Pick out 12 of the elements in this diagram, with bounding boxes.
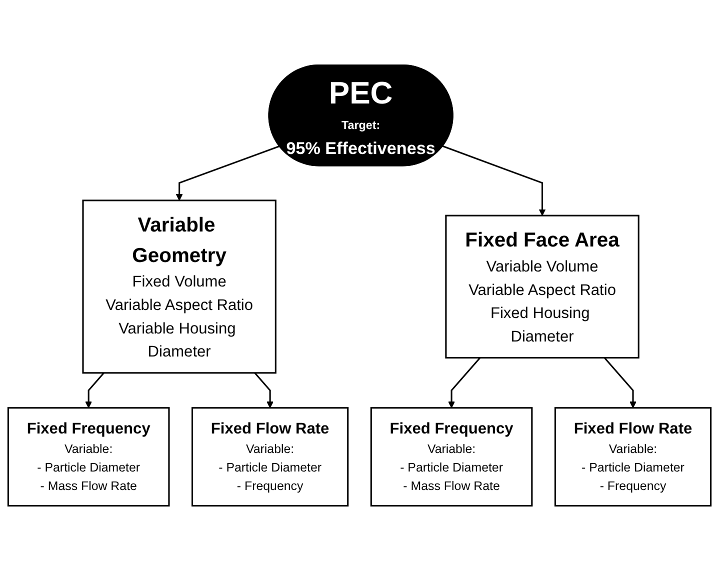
- arrow: [176, 145, 280, 201]
- arrow: [254, 372, 274, 408]
- node-box: Variable Geometry Fixed Volume Variable Aspect Ratio Variable Housing Diameter: [82, 200, 276, 374]
- arrow: [442, 145, 546, 216]
- arrow: [448, 357, 481, 408]
- node-box: Fixed Frequency Variable: - Particle Diameter - Mass Flow Rate: [7, 407, 170, 507]
- arrow: [85, 372, 104, 408]
- node-box: Fixed Face Area Variable Volume Variable Aspect Ratio Fixed Housing Diameter: [445, 214, 640, 359]
- arrow: [604, 357, 636, 408]
- node-box: Fixed Flow Rate Variable: - Particle Diameter - Frequency: [554, 407, 712, 507]
- node-box: Fixed Frequency Variable: - Particle Diameter - Mass Flow Rate: [370, 407, 533, 507]
- node-box: Fixed Flow Rate Variable: - Particle Diameter - Frequency: [192, 407, 349, 507]
